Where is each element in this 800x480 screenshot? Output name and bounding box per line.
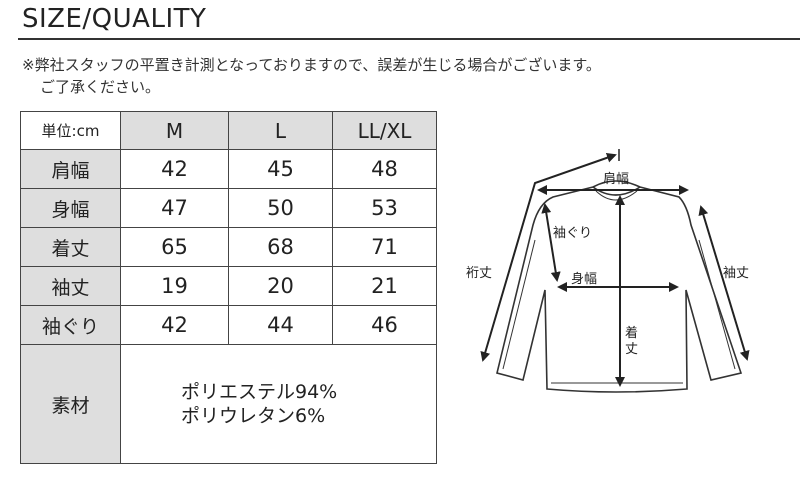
column-header-m: M — [120, 111, 229, 150]
table-cell: 47 — [120, 188, 229, 228]
label-body-width: 身幅 — [571, 271, 597, 287]
label-sleeve: 袖丈 — [723, 266, 749, 281]
material-label: 素材 — [20, 344, 121, 464]
material-line-1: ポリエステル94% — [181, 381, 338, 403]
row-label: 肩幅 — [20, 149, 121, 189]
label-armhole: 袖ぐり — [553, 226, 592, 241]
measurement-note: ※弊社スタッフの平置き計測となっておりますので、誤差が生じる場合がございます。 … — [22, 54, 792, 98]
size-table: 単位:cm M L LL/XL 肩幅 42 45 48 身幅 47 50 53 … — [20, 111, 437, 464]
sleeve-arrow — [698, 205, 750, 361]
table-cell: 21 — [332, 266, 437, 306]
yuki-arrow — [480, 152, 617, 362]
table-header-row: 単位:cm M L LL/XL — [20, 111, 437, 150]
label-length-top: 着 — [625, 325, 638, 341]
row-label: 袖ぐり — [20, 305, 121, 345]
column-header-l: L — [228, 111, 333, 150]
table-row: 袖ぐり 42 44 46 — [20, 305, 437, 345]
note-line-1: ※弊社スタッフの平置き計測となっておりますので、誤差が生じる場合がございます。 — [22, 56, 601, 74]
shirt-measurement-diagram: 肩幅 裄丈 袖丈 袖ぐり 身幅 着 丈 — [466, 149, 750, 393]
table-cell: 71 — [332, 227, 437, 267]
table-cell: 53 — [332, 188, 437, 228]
table-cell: 20 — [228, 266, 333, 306]
table-row: 袖丈 19 20 21 — [20, 266, 437, 306]
table-cell: 45 — [228, 149, 333, 189]
material-row: 素材 ポリエステル94% ポリウレタン6% — [20, 344, 437, 464]
table-cell: 42 — [120, 149, 229, 189]
label-length-bottom: 丈 — [625, 342, 638, 357]
material-value: ポリエステル94% ポリウレタン6% — [120, 344, 437, 464]
table-cell: 48 — [332, 149, 437, 189]
table-row: 着丈 65 68 71 — [20, 227, 437, 267]
column-header-llxl: LL/XL — [332, 111, 437, 150]
table-cell: 19 — [120, 266, 229, 306]
row-label: 袖丈 — [20, 266, 121, 306]
page-title: SIZE/QUALITY — [22, 4, 207, 34]
material-line-2: ポリウレタン6% — [181, 405, 326, 427]
note-line-2: ご了承ください。 — [40, 78, 161, 96]
unit-label: 単位:cm — [20, 111, 121, 150]
title-divider — [18, 38, 800, 40]
table-cell: 42 — [120, 305, 229, 345]
table-row: 身幅 47 50 53 — [20, 188, 437, 228]
row-label: 着丈 — [20, 227, 121, 267]
table-row: 肩幅 42 45 48 — [20, 149, 437, 189]
label-shoulder: 肩幅 — [603, 171, 629, 187]
table-cell: 44 — [228, 305, 333, 345]
label-yuki: 裄丈 — [466, 266, 492, 281]
table-cell: 65 — [120, 227, 229, 267]
armhole-arrow — [541, 203, 561, 282]
table-cell: 68 — [228, 227, 333, 267]
table-cell: 46 — [332, 305, 437, 345]
row-label: 身幅 — [20, 188, 121, 228]
table-cell: 50 — [228, 188, 333, 228]
